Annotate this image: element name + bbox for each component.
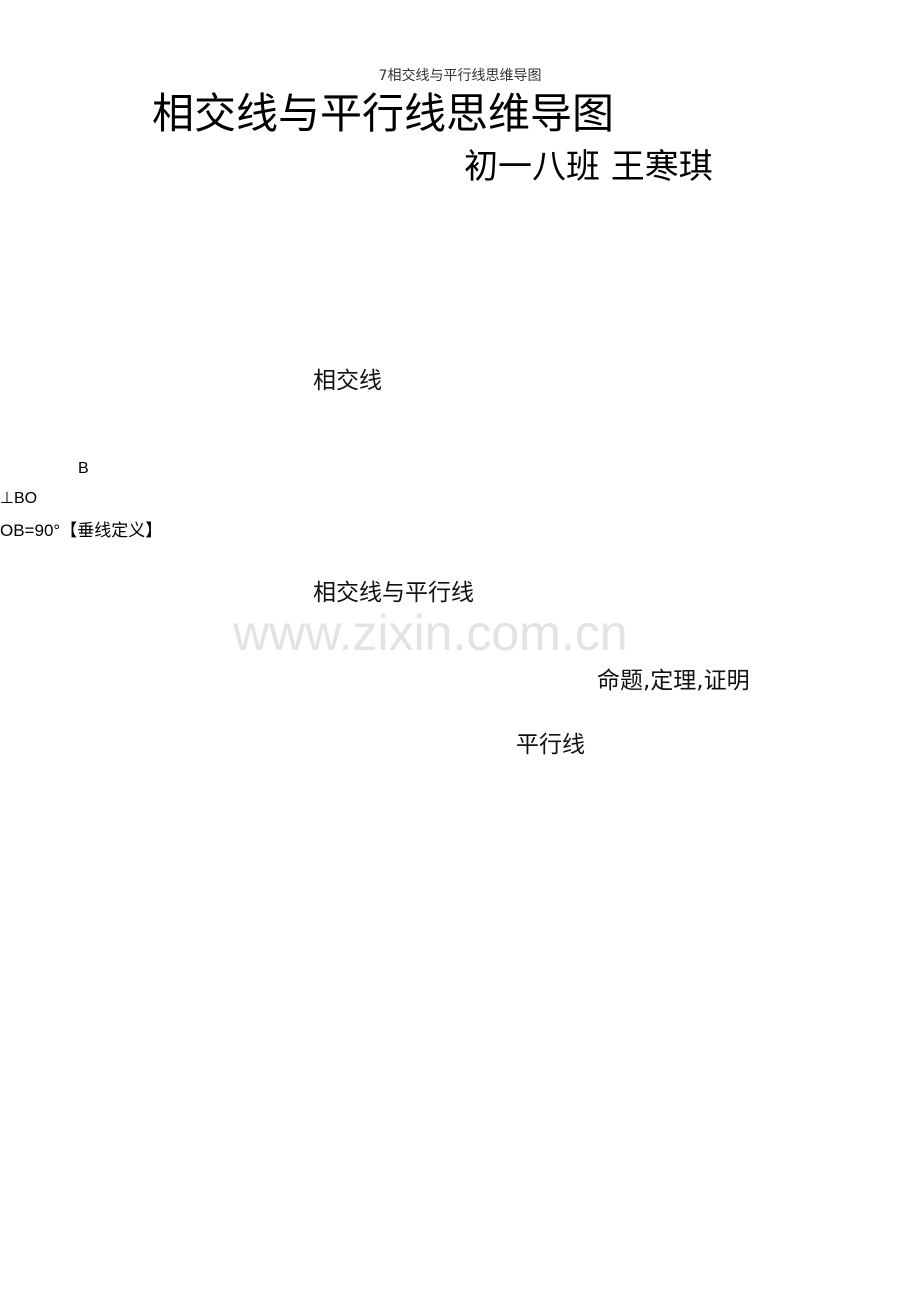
mindmap-fragment-point-b: B [78,460,89,477]
mindmap-node-center: 相交线与平行线 [313,580,474,606]
document-title: 相交线与平行线思维导图 [152,89,615,138]
mindmap-node-parallel-lines: 平行线 [516,732,585,758]
mindmap-fragment-perpendicular: ⊥BO [0,490,38,507]
watermark: www.zixin.com.cn [233,605,628,661]
running-header: 7相交线与平行线思维导图 [378,68,542,84]
author-line: 初一八班 王寒琪 [464,147,713,187]
mindmap-node-propositions: 命题,定理,证明 [597,668,750,694]
mindmap-node-intersecting-lines: 相交线 [313,368,382,394]
mindmap-fragment-angle-definition: OB=90°【垂线定义】 [0,521,163,540]
